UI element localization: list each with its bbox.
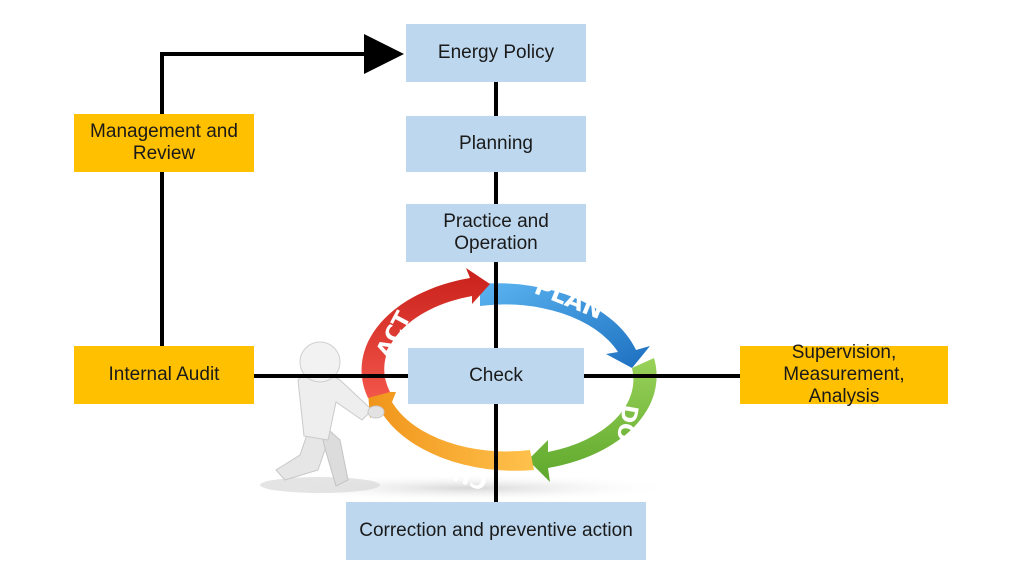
check-segment (368, 392, 534, 471)
practice-operation-box: Practice and Operation (406, 204, 586, 262)
supervision-box: Supervision, Measurement, Analysis (740, 342, 948, 407)
internal-audit-label: Internal Audit (108, 364, 220, 385)
check-box: Check (408, 348, 584, 404)
act-segment (361, 268, 490, 398)
check-label: Check (469, 365, 523, 386)
internal-audit-box: Internal Audit (74, 346, 254, 404)
planning-box: Planning (406, 116, 586, 172)
pushing-figure-icon (260, 341, 385, 493)
correction-box: Correction and preventive action (346, 502, 646, 560)
management-review-label: Management and Review (90, 121, 238, 164)
ring-label-plan: PLAN (531, 272, 608, 325)
management-review-box: Management and Review (74, 114, 254, 172)
practice-operation-label: Practice and Operation (443, 211, 549, 254)
do-segment (528, 358, 657, 482)
ring-label-do: DO (611, 403, 642, 444)
planning-label: Planning (459, 133, 533, 154)
supervision-label: Supervision, Measurement, Analysis (783, 342, 905, 407)
plan-segment (480, 283, 650, 368)
energy-policy-box: Energy Policy (406, 24, 586, 82)
energy-policy-label: Energy Policy (437, 42, 555, 63)
connectors (160, 34, 740, 502)
correction-label: Correction and preventive action (359, 520, 633, 541)
